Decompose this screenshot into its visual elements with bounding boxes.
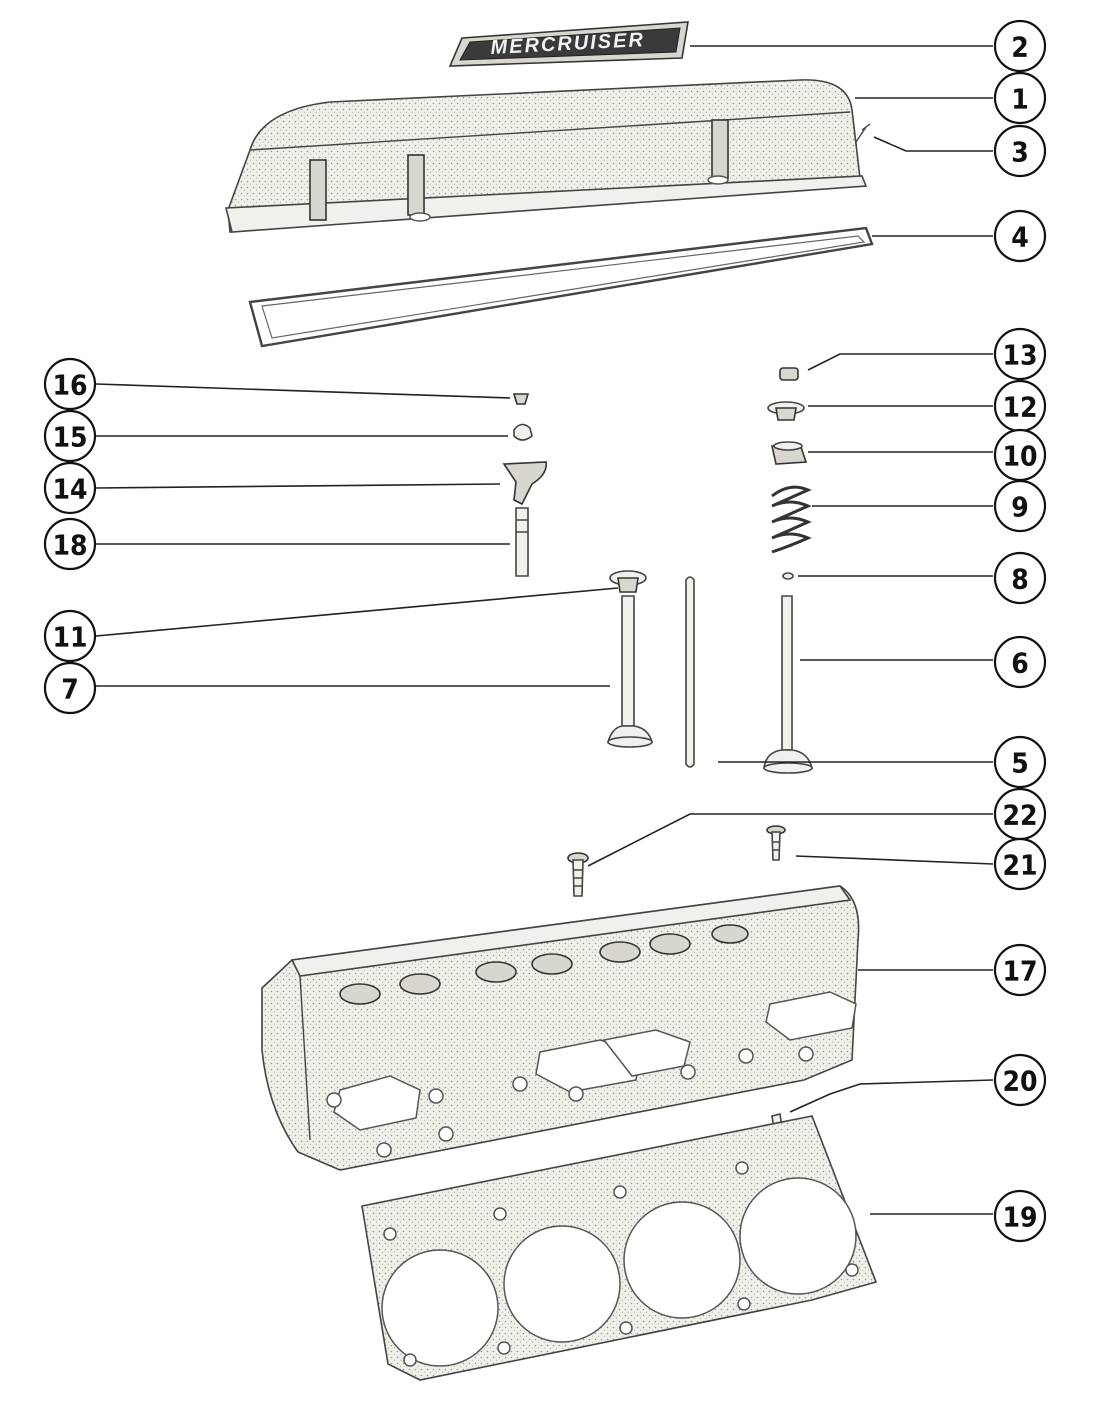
callout-label: 22	[1002, 799, 1037, 832]
intake-valve-cap	[609, 570, 647, 593]
rocker-stud	[515, 507, 529, 577]
callout-7: 7	[43, 661, 97, 715]
callout-label: 17	[1002, 955, 1037, 988]
callout-label: 3	[1011, 136, 1029, 169]
callout-label: 15	[52, 421, 87, 454]
callout-label: 8	[1011, 563, 1029, 596]
callout-label: 12	[1002, 391, 1037, 424]
callout-19: 19	[993, 1189, 1047, 1243]
valve-rotator	[771, 441, 808, 465]
callout-13: 13	[993, 327, 1047, 381]
callout-5: 5	[993, 735, 1047, 789]
callout-11: 11	[43, 609, 97, 663]
callout-label: 4	[1011, 221, 1029, 254]
valve-spring-row	[339, 924, 749, 1005]
rocker-ball	[513, 423, 533, 441]
callout-label: 1	[1011, 83, 1029, 116]
valve-cover-gasket	[248, 226, 874, 348]
rocker-arm	[502, 461, 548, 506]
callout-10: 10	[993, 428, 1047, 482]
rocker-nut	[512, 393, 530, 405]
valve-spring	[771, 485, 812, 554]
leader-lines	[95, 45, 994, 1215]
callout-label: 2	[1011, 31, 1029, 64]
rivet	[855, 123, 871, 143]
spring-cap	[767, 401, 805, 421]
callout-20: 20	[993, 1053, 1047, 1107]
emblem: MERCRUISER	[448, 21, 689, 67]
callout-label: 9	[1011, 491, 1029, 524]
callout-9: 9	[993, 479, 1047, 533]
callout-label: 11	[52, 621, 87, 654]
callout-8: 8	[993, 551, 1047, 605]
callout-4: 4	[993, 209, 1047, 263]
callout-6: 6	[993, 635, 1047, 689]
callout-2: 2	[993, 19, 1047, 73]
callout-3: 3	[993, 124, 1047, 178]
o-ring-seal	[782, 572, 794, 580]
callout-14: 14	[43, 461, 97, 515]
callout-22: 22	[993, 787, 1047, 841]
exhaust-valve	[763, 595, 814, 774]
bolt-holes	[326, 1046, 814, 1158]
callout-12: 12	[993, 379, 1047, 433]
callout-label: 21	[1002, 849, 1037, 882]
valve-cover	[224, 79, 868, 233]
callout-18: 18	[43, 517, 97, 571]
valve-lock	[779, 367, 799, 381]
callout-label: 16	[52, 369, 87, 402]
callout-label: 14	[52, 473, 87, 506]
intake-valve	[606, 595, 654, 748]
callout-17: 17	[993, 943, 1047, 997]
callout-label: 6	[1011, 647, 1029, 680]
callout-label: 19	[1002, 1201, 1037, 1234]
callout-label: 20	[1002, 1065, 1037, 1098]
head-bolt-long	[567, 852, 589, 897]
push-rod	[685, 576, 695, 768]
callout-label: 13	[1002, 339, 1037, 372]
callout-21: 21	[993, 837, 1047, 891]
callout-label: 18	[52, 529, 87, 562]
callout-15: 15	[43, 409, 97, 463]
head-gasket	[361, 1115, 878, 1381]
callout-1: 1	[993, 71, 1047, 125]
callout-16: 16	[43, 357, 97, 411]
callout-label: 10	[1002, 440, 1037, 473]
intake-ports	[333, 991, 857, 1131]
cylinder-head	[261, 885, 860, 1171]
callout-label: 5	[1011, 747, 1029, 780]
callout-label: 7	[61, 673, 79, 706]
head-bolt-short	[766, 825, 786, 861]
